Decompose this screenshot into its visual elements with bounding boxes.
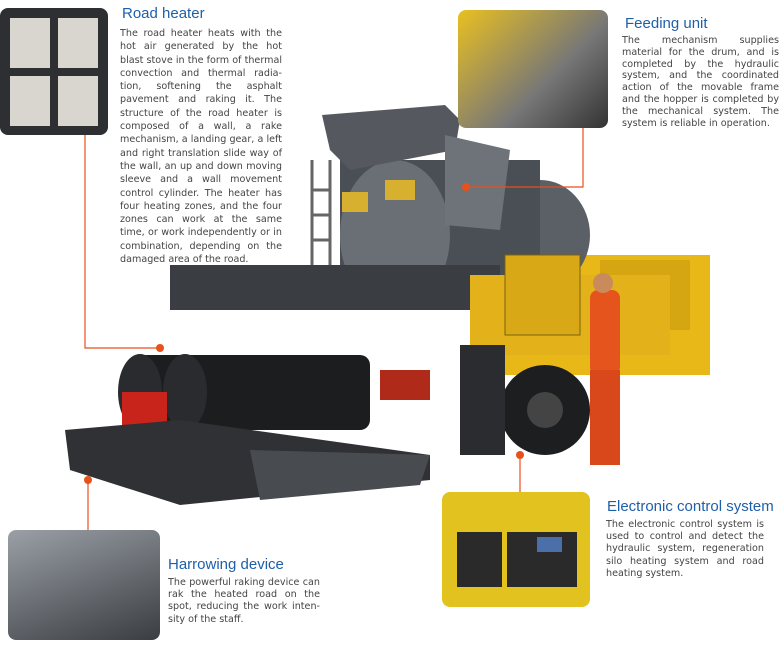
worker-legs bbox=[590, 370, 620, 465]
warning-stripe bbox=[385, 180, 415, 200]
electronic-control-title: Electronic control system bbox=[607, 498, 774, 515]
road-heater-description: The road heater heats with the hot air g… bbox=[120, 28, 282, 266]
mudguard bbox=[460, 345, 505, 455]
electronic-control-photo bbox=[442, 492, 590, 607]
road-heater-photo bbox=[0, 8, 108, 135]
harrowing-device-photo bbox=[8, 530, 160, 640]
control-cabinet bbox=[504, 254, 581, 336]
feeding-unit-photo bbox=[458, 10, 608, 128]
electronic-control-description: The electronic control system is used to… bbox=[606, 519, 764, 579]
warning-stripe bbox=[342, 192, 368, 212]
road-heater-title: Road heater bbox=[122, 5, 205, 22]
hopper bbox=[322, 105, 460, 170]
callout-lines bbox=[84, 128, 584, 530]
feeding-unit-description: The mechanism supplies material for the … bbox=[622, 35, 779, 129]
wheel-hub bbox=[527, 392, 563, 428]
callout-dots bbox=[84, 183, 524, 484]
control-panel-icon bbox=[457, 532, 577, 587]
ladder bbox=[310, 160, 332, 275]
harrowing-device-description: The powerful raking device can rak the h… bbox=[168, 577, 320, 625]
lights bbox=[380, 370, 430, 400]
feeding-chute bbox=[445, 135, 510, 230]
rake-plate bbox=[250, 450, 430, 500]
harrowing-device-title: Harrowing device bbox=[168, 556, 284, 573]
worker-head bbox=[593, 273, 613, 293]
cylinder-end bbox=[163, 354, 207, 430]
worker bbox=[590, 290, 620, 375]
frame bbox=[170, 265, 500, 310]
feeding-unit-title: Feeding unit bbox=[625, 15, 708, 32]
heater-grid-icon bbox=[10, 18, 98, 126]
